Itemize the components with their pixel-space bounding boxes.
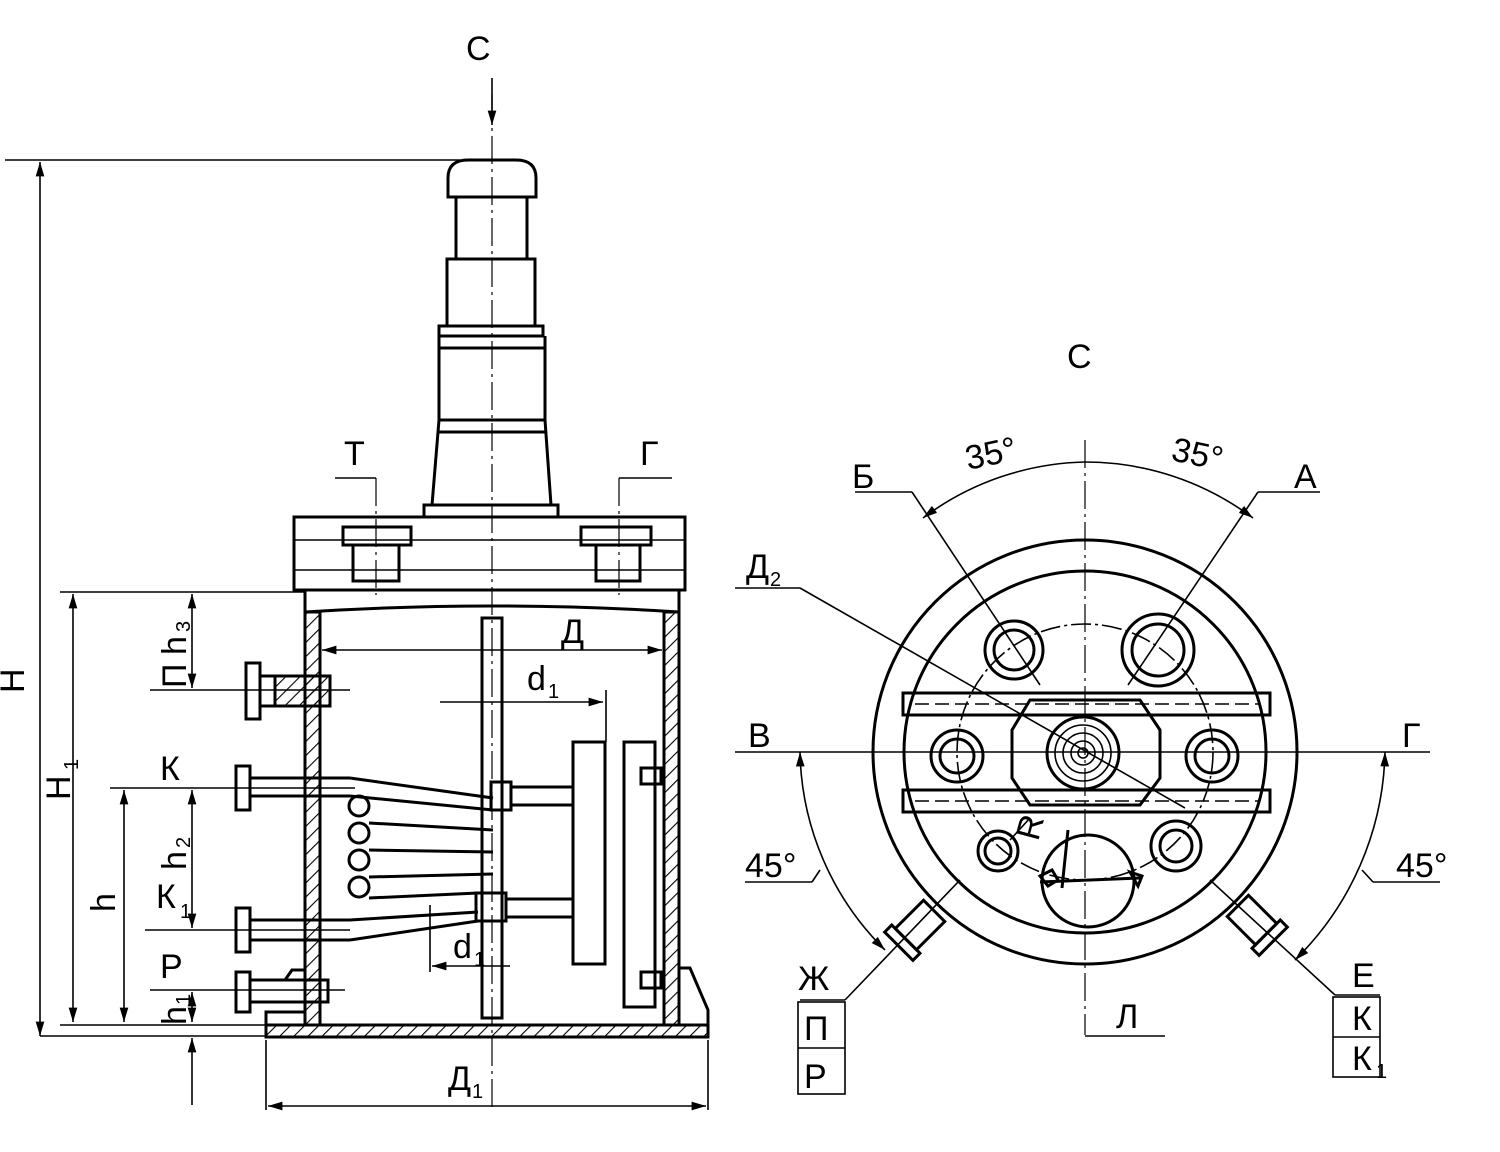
label-45-right: 45°: [1396, 847, 1447, 885]
label-d1-low: d: [453, 928, 472, 966]
agitator: [474, 616, 663, 1020]
label-K1-table-sub: 1: [1376, 1061, 1387, 1083]
label-R-left: Р: [160, 948, 183, 986]
label-D2-sub: 2: [770, 569, 781, 591]
label-D2: Д: [746, 548, 769, 586]
label-B: Б: [852, 458, 874, 496]
nozzle-P: [244, 661, 332, 721]
label-K1-table: К: [1352, 1040, 1372, 1078]
label-L: Л: [1116, 998, 1138, 1036]
label-45-left: 45°: [745, 847, 796, 885]
label-H: Н: [0, 668, 32, 693]
heating-coil: [347, 776, 494, 942]
label-h3-sub: 3: [173, 621, 195, 632]
label-D1-sub: 1: [472, 1081, 483, 1103]
label-D: Д: [561, 613, 584, 651]
label-G-left: Г: [640, 435, 658, 473]
label-K-table: К: [1352, 1000, 1372, 1038]
label-h2-sub: 2: [173, 837, 195, 848]
dimension-lines: [5, 159, 709, 1111]
nozzle-R: [234, 968, 330, 1014]
vessel-plan-view: [735, 440, 1440, 1095]
label-E: Е: [1352, 957, 1375, 995]
label-A: А: [1294, 458, 1317, 496]
label-D1: Д: [448, 1060, 471, 1098]
label-H1: Н: [40, 775, 78, 800]
label-tables: [797, 994, 1381, 1095]
label-K1-sub: 1: [180, 901, 191, 923]
drive-unit: [422, 158, 560, 519]
label-T: Т: [344, 435, 365, 473]
vessel-lid: [292, 477, 687, 595]
label-c-top: С: [466, 30, 491, 68]
label-d1-low-sub: 1: [474, 949, 485, 971]
label-35-right: 35°: [1168, 431, 1226, 479]
label-P-table: П: [804, 1010, 828, 1048]
drawing-labels: С Н Н 1 Т Г П h 3 Д d 1 К h 2 h К 1 Р h …: [0, 30, 1447, 1103]
label-V: В: [748, 717, 771, 755]
plan-nozzles: [882, 612, 1290, 963]
label-h1: h: [156, 1006, 194, 1025]
vessel-elevation-view: [5, 78, 710, 1111]
label-c-right: С: [1067, 338, 1092, 376]
label-d1: d: [527, 660, 546, 698]
label-h3: h: [156, 636, 194, 655]
label-35-left: 35°: [962, 430, 1020, 478]
plan-leaders: [735, 491, 1336, 1001]
angle-arcs: [745, 461, 1440, 961]
label-R-table: Р: [804, 1058, 827, 1096]
label-G-right: Г: [1402, 717, 1420, 755]
label-d1-sub: 1: [548, 681, 559, 703]
label-h1-sub: 1: [173, 994, 195, 1005]
label-h2: h: [156, 851, 194, 870]
label-H1-sub: 1: [61, 759, 83, 770]
label-Zh: Ж: [798, 960, 829, 998]
label-K1: К: [156, 878, 176, 916]
label-h: h: [85, 893, 123, 912]
vessel-shell: [264, 590, 710, 1039]
label-P-h3: П: [156, 664, 194, 688]
label-K: К: [160, 750, 180, 788]
